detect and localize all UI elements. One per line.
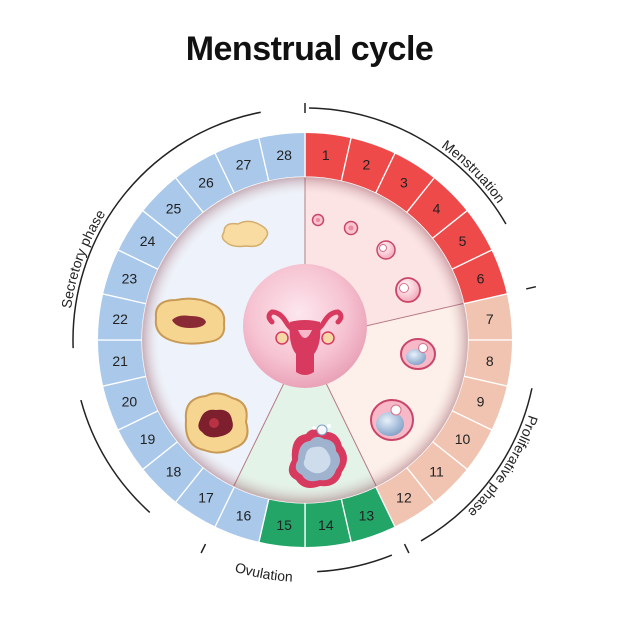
corpus-albicans-icon	[221, 220, 269, 248]
follicle-icon	[376, 240, 396, 260]
day-number: 9	[477, 393, 485, 409]
ovulation-label: Ovulation	[233, 559, 293, 585]
day-number: 7	[486, 311, 494, 327]
follicle-icon	[370, 399, 414, 441]
day-number: 1	[322, 147, 330, 163]
corpus-luteum-icon	[154, 297, 226, 345]
day-number: 5	[459, 233, 467, 249]
follicle-icon	[343, 220, 359, 236]
day-number: 20	[122, 393, 138, 409]
phase-tick	[200, 543, 207, 554]
phase-tick	[526, 285, 537, 290]
day-number: 22	[112, 311, 128, 327]
ovulation-arc	[317, 554, 393, 573]
uterus-icon	[266, 309, 344, 375]
day-number: 13	[359, 508, 375, 524]
day-number: 21	[112, 353, 128, 369]
day-number: 15	[276, 517, 292, 533]
day-number: 19	[140, 431, 156, 447]
day-number: 6	[477, 271, 485, 287]
day-number: 28	[276, 147, 292, 163]
follicle-icon	[400, 338, 436, 370]
day-number: 10	[455, 431, 471, 447]
follicle-icon	[395, 277, 421, 303]
day-number: 26	[198, 175, 214, 191]
day-number: 14	[318, 517, 334, 533]
day-number: 24	[140, 233, 156, 249]
day-number: 27	[236, 156, 252, 172]
secretory-arc	[72, 111, 261, 349]
ovulation-arc	[80, 399, 151, 513]
svg-text:Secretory phase: Secretory phase	[58, 207, 108, 310]
page-title: Menstrual cycle	[185, 30, 434, 68]
day-number: 8	[486, 353, 494, 369]
day-number: 11	[429, 464, 444, 480]
follicle-icon	[311, 213, 325, 227]
corpus-luteum-icon	[184, 392, 249, 454]
menstruation-arc	[309, 107, 507, 225]
day-number: 23	[122, 271, 138, 287]
day-number: 17	[198, 489, 214, 505]
day-number: 16	[236, 508, 252, 524]
day-number: 18	[166, 464, 182, 480]
svg-text:Ovulation: Ovulation	[233, 559, 293, 585]
day-number: 4	[433, 200, 441, 216]
day-number: 25	[166, 200, 182, 216]
day-number: 2	[363, 156, 371, 172]
day-number: 12	[396, 489, 412, 505]
secretory-phase-label: Secretory phase	[58, 207, 108, 310]
proliferative-arc	[420, 388, 533, 542]
rupturing-follicle-icon	[288, 424, 347, 488]
day-number: 3	[400, 175, 408, 191]
phase-tick	[403, 543, 410, 554]
